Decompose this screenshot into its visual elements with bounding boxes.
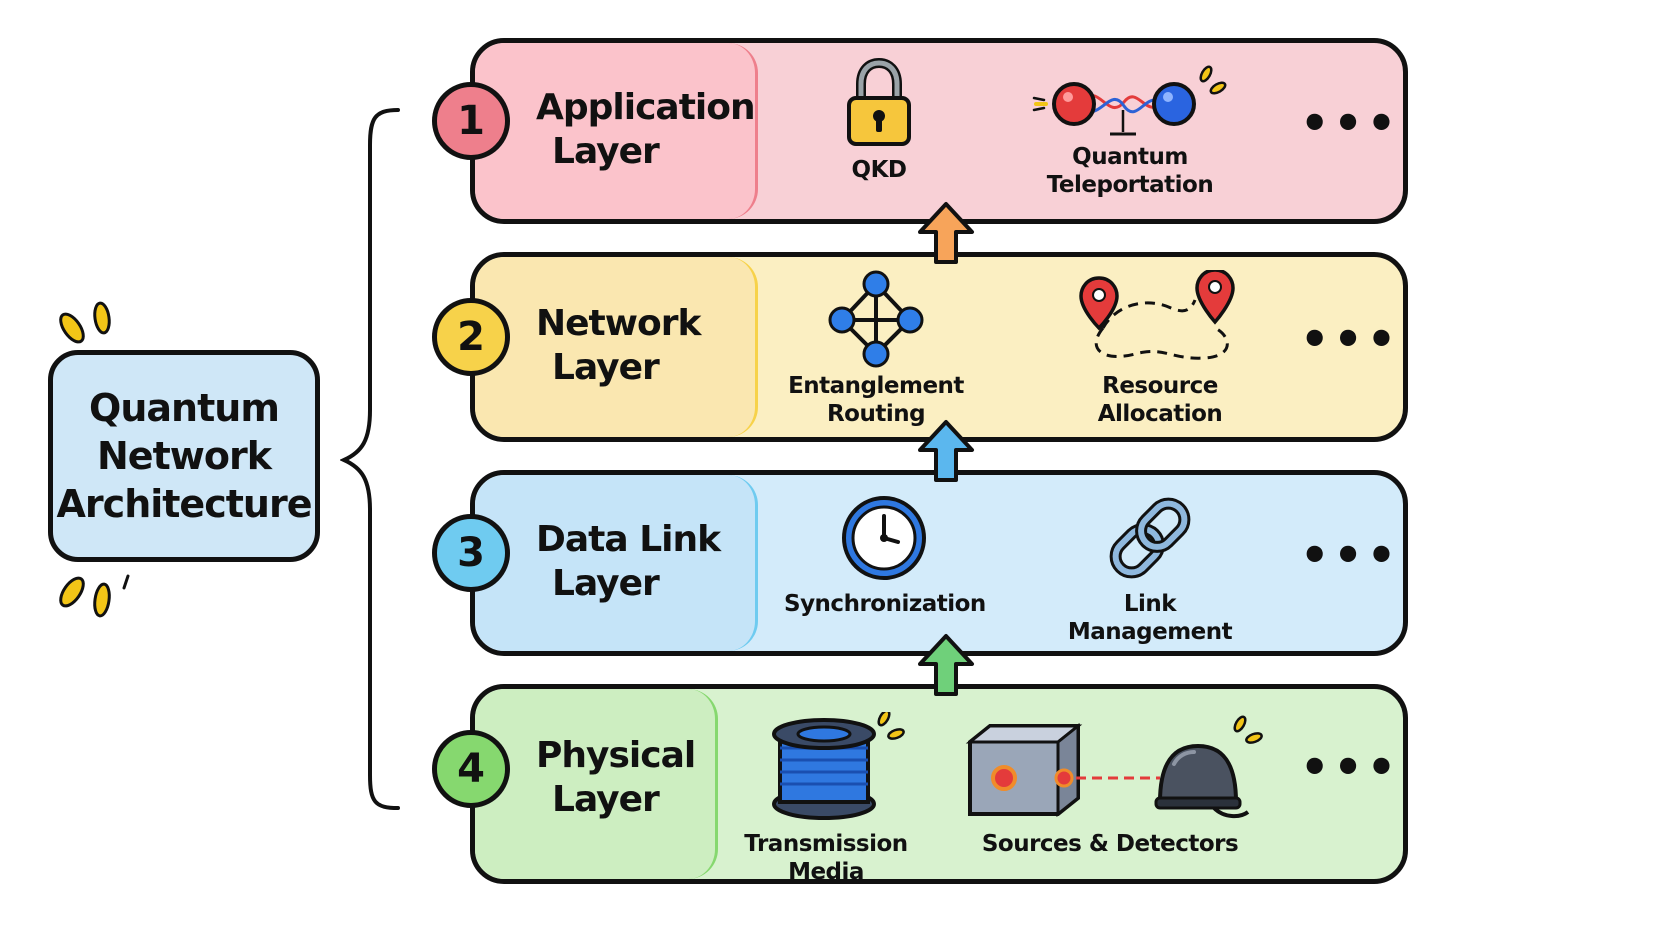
item-label-line: Teleportation: [1046, 172, 1214, 198]
padlock-icon: [847, 58, 911, 146]
layer-name-line: Application: [536, 87, 756, 128]
layer-name-line: Layer: [552, 131, 660, 172]
layer-name: Physical Layer: [536, 734, 696, 822]
layer-badge: 2: [432, 298, 510, 376]
item-label: Resource Allocation: [1060, 372, 1260, 428]
layer-badge: 4: [432, 730, 510, 808]
item-label-line: Link Management: [1067, 591, 1233, 645]
layer-name-line: Layer: [552, 563, 660, 604]
layer-data-link: [470, 470, 1408, 656]
chain-link-icon: [1109, 497, 1191, 579]
item-label: Transmission Media: [716, 830, 936, 886]
layer-badge: 1: [432, 82, 510, 160]
layer-name-line: Layer: [552, 779, 660, 820]
item-label: Link Management: [1040, 590, 1260, 646]
more-items-ellipsis: •••: [1300, 312, 1401, 366]
item-label-line: Entanglement: [788, 373, 964, 399]
source-detector-icon: [965, 715, 1263, 819]
network-graph-icon: [828, 270, 924, 368]
arrow-up-icon: [918, 202, 974, 264]
item-label-line: Sources & Detectors: [981, 831, 1239, 857]
layer-head: [475, 257, 758, 437]
item-label-line: Transmission Media: [744, 831, 908, 885]
item-label-line: Routing: [826, 401, 926, 427]
layer-head: [475, 689, 718, 879]
item-label: Sources & Detectors: [980, 830, 1240, 858]
layer-network: [470, 252, 1408, 442]
layer-name: Application Layer: [536, 86, 756, 174]
clock-icon: [842, 496, 926, 580]
root-node: Quantum Network Architecture: [48, 350, 320, 562]
layer-head: [475, 475, 758, 651]
arrow-up-icon: [918, 420, 974, 482]
layer-name: Network Layer: [536, 302, 701, 390]
arrow-up-icon: [918, 634, 974, 696]
more-items-ellipsis: •••: [1300, 528, 1401, 582]
root-title: Quantum Network Architecture: [56, 384, 313, 528]
layer-application: [470, 38, 1408, 224]
layer-number: 4: [457, 746, 485, 792]
layer-name-line: Layer: [552, 347, 660, 388]
item-label: Entanglement Routing: [786, 372, 966, 428]
item-label-line: Allocation: [1097, 401, 1223, 427]
layer-name-line: Data Link: [536, 519, 721, 560]
root-title-line: Architecture: [56, 482, 313, 526]
layer-number: 1: [457, 98, 485, 144]
root-title-line: Network: [97, 434, 272, 478]
layer-head: [475, 43, 758, 219]
layer-name-line: Physical: [536, 735, 696, 776]
sparkle-bottom-icon: [59, 574, 130, 618]
item-label-line: Quantum: [1072, 144, 1188, 170]
item-label: QKD: [829, 156, 929, 184]
layer-name: Data Link Layer: [536, 518, 721, 606]
layer-name-line: Network: [536, 303, 701, 344]
item-label-line: Resource: [1102, 373, 1218, 399]
more-items-ellipsis: •••: [1300, 96, 1401, 150]
hierarchy-bracket: [340, 108, 400, 810]
layer-number: 3: [457, 530, 485, 576]
fiber-spool-icon: [772, 712, 905, 820]
item-label-line: QKD: [851, 157, 907, 183]
item-label: Synchronization: [784, 590, 986, 618]
item-label: Quantum Teleportation: [1030, 143, 1230, 199]
layer-badge: 3: [432, 514, 510, 592]
route-pins-icon: [1079, 270, 1235, 360]
item-label-line: Synchronization: [784, 591, 986, 617]
teleportation-icon: [1032, 65, 1227, 136]
root-title-line: Quantum: [89, 386, 280, 430]
layer-number: 2: [457, 314, 485, 360]
more-items-ellipsis: •••: [1300, 740, 1401, 794]
sparkle-top-icon: [59, 301, 111, 344]
